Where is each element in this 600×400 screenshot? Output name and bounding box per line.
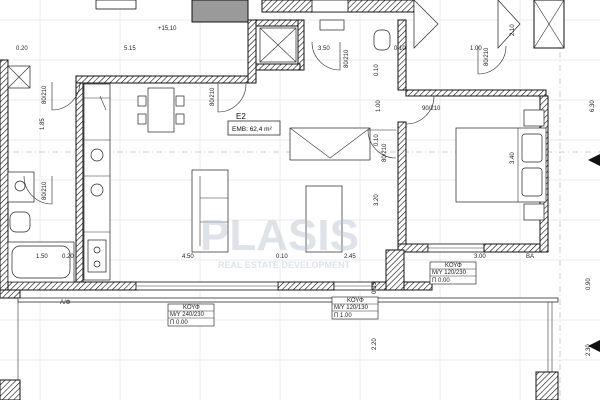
dining-table <box>137 87 185 133</box>
opening-sill: Π 0.00 <box>432 278 450 284</box>
dimension-label: 2.10 <box>510 24 516 36</box>
door-label: 80/210 <box>42 85 48 104</box>
dimension-label: 3.00 <box>474 254 486 260</box>
opening-sill: Π 1.00 <box>334 313 352 319</box>
dimension-label: 0.10 <box>276 254 288 260</box>
watermark: PLASIS REAL ESTATE DEVELOPMENT <box>200 211 359 270</box>
dimension-label: 3.40 <box>510 152 516 164</box>
dimension-label: 0.35 <box>372 282 378 294</box>
mark-ba: ΒΑ <box>526 254 534 260</box>
dimension-label: 2.20 <box>372 338 378 350</box>
dimension-label: 1.00 <box>470 46 482 52</box>
door-label: 80/210 <box>382 143 388 162</box>
opening-name: ΚΟΥΦ <box>445 263 462 269</box>
dimension-label: 0.10 <box>374 134 380 146</box>
opening-size: M/Y 120/230 <box>432 270 467 276</box>
door-label: 90/210 <box>422 106 441 112</box>
dimension-label: 1.85 <box>40 118 46 130</box>
dimension-label: 0.10 <box>394 46 406 52</box>
room-label: E2 EMB: 62,4 m² <box>227 112 281 136</box>
bathroom-fixtures <box>7 19 391 283</box>
door-label: 80/210 <box>484 47 490 66</box>
opening-tag: ΚΟΥΦ M/Y 120/130 Π 1.00 <box>331 296 379 320</box>
dimension-label: 2.45 <box>344 254 356 260</box>
door-label: 80/210 <box>210 87 216 106</box>
door-label: 80/210 <box>42 181 48 200</box>
opening-labels: ΚΟΥΦ M/Y 240/230 Π 0.00 ΚΟΥΦ M/Y 120/130… <box>167 261 477 327</box>
watermark-sub: REAL ESTATE DEVELOPMENT <box>218 260 351 270</box>
opening-size: M/Y 240/230 <box>170 312 205 318</box>
level-mark: +15,10 <box>158 26 177 32</box>
dimension-label: 0.20 <box>16 46 28 52</box>
dimension-label: 0.10 <box>374 64 380 76</box>
dimension-label: 0.20 <box>62 254 74 260</box>
dimension-label: 2.30 <box>586 344 592 356</box>
opening-tag: ΚΟΥΦ M/Y 240/230 Π 0.00 <box>167 303 215 327</box>
dimension-label: 3.20 <box>374 194 380 206</box>
opening-tag: ΚΟΥΦ M/Y 120/230 Π 0.00 <box>429 261 477 285</box>
opening-name: ΚΟΥΦ <box>183 305 200 311</box>
watermark-main: PLASIS <box>200 211 359 260</box>
opening-sill: Π 0.00 <box>170 320 188 326</box>
dimension-label: 4.50 <box>182 254 194 260</box>
dimension-label: 1.00 <box>376 100 382 112</box>
dimension-label: 3.50 <box>318 46 330 52</box>
tv-unit <box>289 127 371 253</box>
dimension-annotations: 0.20 5.15 3.50 0.10 1.00 2.10 6.30 1.00 … <box>16 24 596 356</box>
opening-size: M/Y 120/130 <box>334 305 369 311</box>
dimension-label: 1.50 <box>36 254 48 260</box>
kitchen-counter <box>83 83 111 281</box>
top-structure <box>95 0 565 49</box>
room-name: E2 <box>236 112 246 121</box>
mark-ap: A/Φ <box>60 300 71 306</box>
dimension-label: 6.30 <box>590 100 596 112</box>
door-labels: 80/210 80/210 80/210 90/210 80/210 80/21… <box>42 47 490 200</box>
doors <box>23 41 507 205</box>
room-area: EMB: 62,4 m² <box>232 126 273 133</box>
dimension-label: 5.15 <box>124 46 136 52</box>
dimension-label: 0.90 <box>586 278 592 290</box>
bed <box>455 109 547 221</box>
opening-name: ΚΟΥΦ <box>347 298 364 304</box>
door-label: 80/210 <box>344 49 350 68</box>
sofa <box>191 169 229 253</box>
